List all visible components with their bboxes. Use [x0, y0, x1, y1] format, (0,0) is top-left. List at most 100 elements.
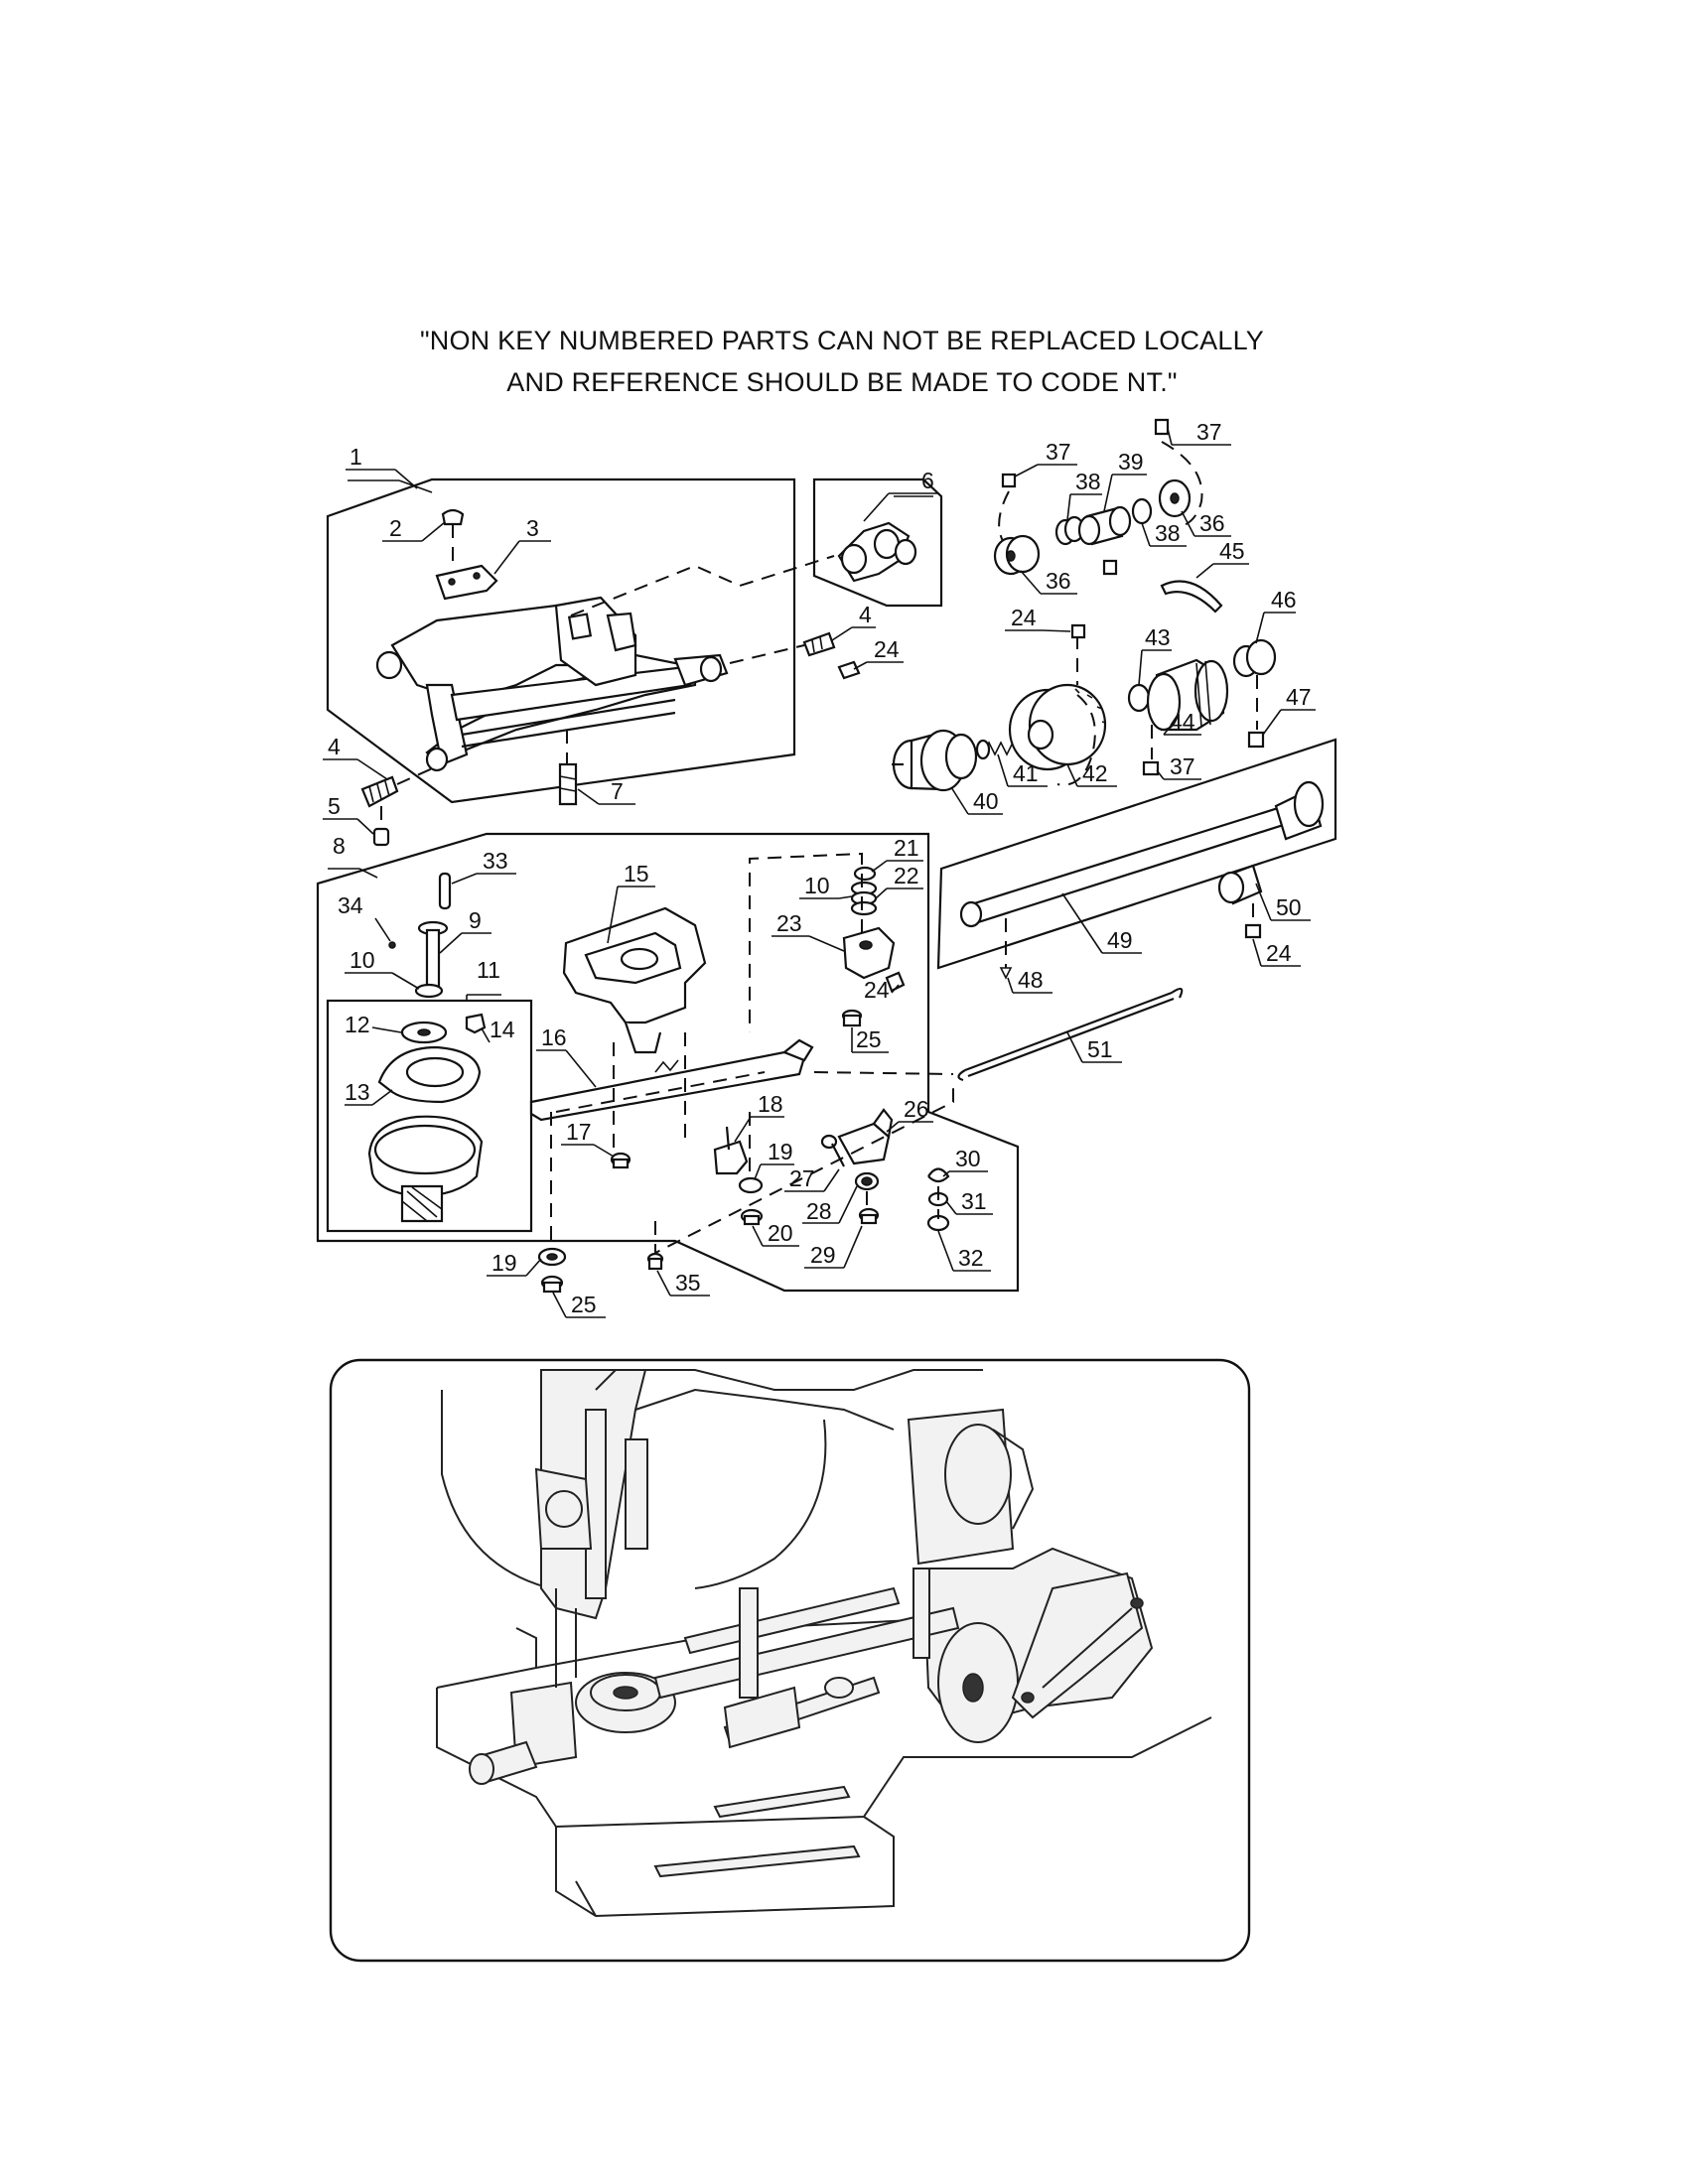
callout-13: 13: [345, 1079, 393, 1106]
svg-text:24: 24: [1011, 605, 1037, 630]
group-gear-train: [892, 418, 1277, 792]
svg-text:3: 3: [526, 515, 539, 541]
callout-4-left: 4: [323, 734, 388, 780]
svg-text:6: 6: [921, 468, 934, 493]
callout-7: 7: [577, 778, 635, 805]
svg-text:14: 14: [490, 1017, 515, 1042]
svg-text:32: 32: [958, 1245, 984, 1271]
svg-text:37: 37: [1170, 753, 1195, 779]
callout-30: 30: [942, 1146, 988, 1177]
svg-text:25: 25: [856, 1026, 882, 1052]
parts-notice: "NON KEY NUMBERED PARTS CAN NOT BE REPLA…: [0, 320, 1684, 403]
callout-2: 2: [382, 515, 446, 542]
svg-text:40: 40: [973, 788, 999, 814]
svg-text:50: 50: [1276, 894, 1302, 920]
svg-text:10: 10: [804, 873, 830, 898]
svg-text:43: 43: [1145, 624, 1171, 650]
svg-text:23: 23: [776, 910, 802, 936]
callout-37-a: 37: [1014, 439, 1077, 478]
callout-14: 14: [481, 1017, 515, 1043]
svg-text:36: 36: [1046, 568, 1071, 594]
callout-10: 10: [345, 947, 420, 990]
svg-text:36: 36: [1199, 510, 1225, 536]
callout-36-b: 36: [1020, 568, 1077, 595]
svg-text:5: 5: [328, 793, 341, 819]
machine-location-drawing: [329, 1358, 1251, 1963]
svg-text:44: 44: [1170, 709, 1195, 735]
notice-line-1: "NON KEY NUMBERED PARTS CAN NOT BE REPLA…: [419, 326, 1264, 355]
svg-text:24: 24: [1266, 940, 1292, 966]
group-1-hook-drive: [326, 478, 861, 847]
callout-31: 31: [945, 1188, 993, 1215]
svg-text:34: 34: [338, 892, 363, 918]
svg-text:48: 48: [1018, 967, 1044, 993]
svg-text:38: 38: [1155, 520, 1181, 546]
callout-45: 45: [1195, 538, 1249, 579]
svg-text:47: 47: [1286, 684, 1312, 710]
callout-6: 6: [863, 468, 938, 522]
callout-4: 4: [831, 602, 876, 641]
svg-text:19: 19: [491, 1250, 517, 1276]
callout-8: 8: [333, 833, 346, 859]
callout-34: 34: [338, 892, 391, 942]
svg-text:13: 13: [345, 1079, 370, 1105]
callout-18: 18: [734, 1091, 784, 1143]
callout-21: 21: [871, 835, 923, 873]
callout-17: 17: [561, 1119, 615, 1158]
callout-46: 46: [1255, 587, 1297, 644]
svg-text:24: 24: [864, 977, 890, 1003]
part-51-rod: [813, 987, 1184, 1082]
svg-text:39: 39: [1118, 449, 1144, 475]
callout-10-right: 10: [799, 873, 853, 899]
callout-24-d: 24: [1252, 938, 1301, 967]
callout-37-b: 37: [1167, 419, 1231, 446]
svg-text:1: 1: [350, 444, 362, 470]
callout-24-c: 24: [1005, 605, 1071, 632]
callout-labels: 1 2 3 4 24 4 5 6 7 8 33 34 9 10 11 12 14…: [323, 419, 1316, 1318]
callout-9: 9: [439, 907, 491, 954]
callout-25: 25: [851, 1026, 889, 1053]
svg-text:8: 8: [333, 833, 346, 859]
svg-text:9: 9: [469, 907, 482, 933]
callout-11: 11: [477, 957, 500, 983]
callout-44: 44: [1163, 709, 1201, 736]
callout-22: 22: [875, 863, 923, 899]
callout-48: 48: [1007, 967, 1052, 994]
svg-text:10: 10: [350, 947, 375, 973]
svg-text:26: 26: [904, 1096, 929, 1122]
callout-43: 43: [1138, 624, 1172, 686]
callout-41: 41: [997, 753, 1048, 787]
callout-50: 50: [1255, 883, 1311, 921]
callout-19: 19: [754, 1139, 794, 1180]
svg-text:30: 30: [955, 1146, 981, 1171]
callout-12: 12: [345, 1012, 402, 1037]
svg-text:19: 19: [768, 1139, 793, 1164]
callout-51: 51: [1066, 1031, 1122, 1063]
callout-37-c: 37: [1156, 753, 1201, 780]
svg-text:16: 16: [541, 1024, 567, 1050]
callout-3: 3: [493, 515, 551, 575]
svg-text:45: 45: [1219, 538, 1245, 564]
callout-15: 15: [607, 861, 655, 944]
group-8-hook-feed: [316, 832, 1020, 1294]
callout-1: 1: [346, 444, 418, 489]
group-49-lower-shaft: [936, 738, 1337, 980]
callout-27: 27: [784, 1165, 840, 1192]
callout-33: 33: [451, 848, 516, 885]
svg-text:38: 38: [1075, 469, 1101, 494]
svg-text:42: 42: [1082, 760, 1108, 786]
svg-text:18: 18: [758, 1091, 783, 1117]
callout-42: 42: [1066, 760, 1117, 787]
svg-text:41: 41: [1013, 760, 1039, 786]
callout-25-bottom: 25: [552, 1292, 606, 1318]
callout-47: 47: [1262, 684, 1316, 736]
svg-text:25: 25: [571, 1292, 597, 1317]
svg-text:4: 4: [328, 734, 341, 759]
svg-text:37: 37: [1196, 419, 1222, 445]
notice-line-2: AND REFERENCE SHOULD BE MADE TO CODE NT.…: [506, 367, 1178, 397]
callout-23: 23: [772, 910, 845, 952]
svg-text:21: 21: [894, 835, 919, 861]
callout-40: 40: [950, 786, 1003, 815]
svg-text:51: 51: [1087, 1036, 1113, 1062]
